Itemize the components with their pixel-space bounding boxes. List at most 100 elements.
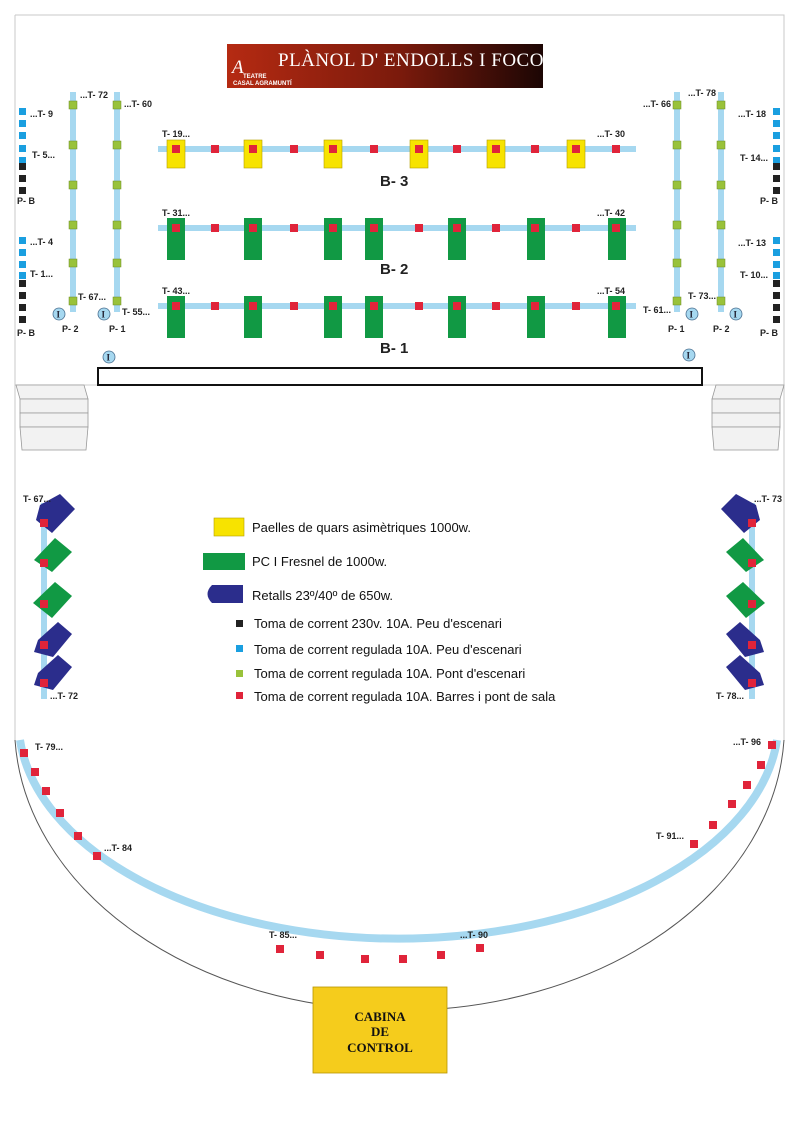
right-hall-bar: ...T- 73 T- 78... [716,494,782,701]
socket-red [437,951,445,959]
socket-red [370,302,378,310]
profile-spot [34,655,72,690]
socket-red [172,302,180,310]
socket-red [709,821,717,829]
socket-green [672,180,682,190]
socket-blue [773,120,780,127]
socket-black [773,175,780,182]
fresnel-lamp [167,218,185,260]
socket-green [112,220,122,230]
label-p2-right: P- 2 [713,324,730,334]
socket-green [112,100,122,110]
theatre-name-line1: TEATRE [243,74,267,80]
socket-red [768,741,776,749]
socket-green [68,180,78,190]
socket-blue [19,108,26,115]
legend-item-profile: Retalls 23º/40º de 650w. [207,585,393,603]
socket-red [370,224,378,232]
socket-red [40,559,48,567]
label-t31: T- 31... [162,208,190,218]
svg-text:I: I [57,310,61,320]
socket-blue [19,132,26,139]
socket-red [572,145,580,153]
socket-red [172,145,180,153]
fresnel-lamp [365,218,383,260]
fresnel-lamp [324,296,342,338]
stairs-left [15,384,89,451]
i-marker: I [52,307,66,321]
socket-red [492,145,500,153]
label-t54: ...T- 54 [597,286,625,296]
socket-black [773,304,780,311]
socket-green [716,100,726,110]
socket-blue [773,237,780,244]
profile-spot [726,655,764,690]
label-t18: ...T- 18 [738,109,766,119]
socket-red [748,559,756,567]
socket-green [672,296,682,306]
bar-b2: T- 31... ...T- 42 B- 2 [158,208,636,278]
label-pb-right-lower: P- B [760,328,779,338]
legend-label: Toma de corrent regulada 10A. Pont d'esc… [254,666,525,681]
fresnel-lamp [448,296,466,338]
socket-green [716,296,726,306]
socket-red [572,302,580,310]
socket-blue [773,272,780,279]
legend-item-quartz: Paelles de quars asimètriques 1000w. [213,517,471,537]
svg-text:I: I [734,310,738,320]
label-t67: T- 67... [78,292,106,302]
fresnel-spot [726,538,764,572]
socket-black [773,163,780,170]
socket-black [19,292,26,299]
socket-green [112,180,122,190]
socket-black [19,163,26,170]
theatre-name-line2: CASAL AGRAMUNTÍ [233,79,292,87]
socket-red [329,302,337,310]
socket-red [40,679,48,687]
logo-letter: A [230,57,244,78]
label-t9: ...T- 9 [30,109,53,119]
socket-red [748,600,756,608]
socket-red [415,224,423,232]
label-t91: T- 91... [656,831,684,841]
quartz-lamp [323,139,343,169]
i-marker: I [102,350,116,364]
socket-green [112,296,122,306]
fresnel-spot [33,582,72,618]
label-t78: ...T- 78 [688,88,716,98]
stairs-right [711,384,785,451]
right-bridge-p1: ...T- 66 T- 61... P- 1 [643,92,685,334]
fresnel-swatch [203,553,245,570]
label-t1: T- 1... [30,269,53,279]
socket-red [172,224,180,232]
socket-red [572,224,580,232]
socket-red [31,768,39,776]
socket-red [20,749,28,757]
i-marker: I [97,307,111,321]
title-banner: A PLÀNOL D' ENDOLLS I FOCOS TEATRE CASAL… [227,44,555,88]
socket-black [19,187,26,194]
socket-blue [773,132,780,139]
label-t85: T- 85... [269,930,297,940]
fresnel-lamp [244,218,262,260]
socket-blue [19,145,26,152]
fresnel-lamp [167,296,185,338]
i-marker: I [685,307,699,321]
legend-label: PC I Fresnel de 1000w. [252,554,387,569]
label-pb-left-upper: P- B [17,196,36,206]
legend-label: Toma de corrent 230v. 10A. Peu d'escenar… [254,616,502,631]
quartz-lamp [566,139,586,169]
socket-red [249,145,257,153]
socket-blue [19,157,26,164]
socket-red [476,944,484,952]
label-t55: T- 55... [122,307,150,317]
socket-green [68,296,78,306]
socket-green [672,140,682,150]
green-socket-swatch [236,670,243,677]
quartz-swatch [213,517,245,537]
socket-blue [19,261,26,268]
booth-label-line3: CONTROL [347,1040,413,1055]
svg-text:I: I [107,353,111,363]
socket-red [492,302,500,310]
profile-swatch [207,585,243,603]
